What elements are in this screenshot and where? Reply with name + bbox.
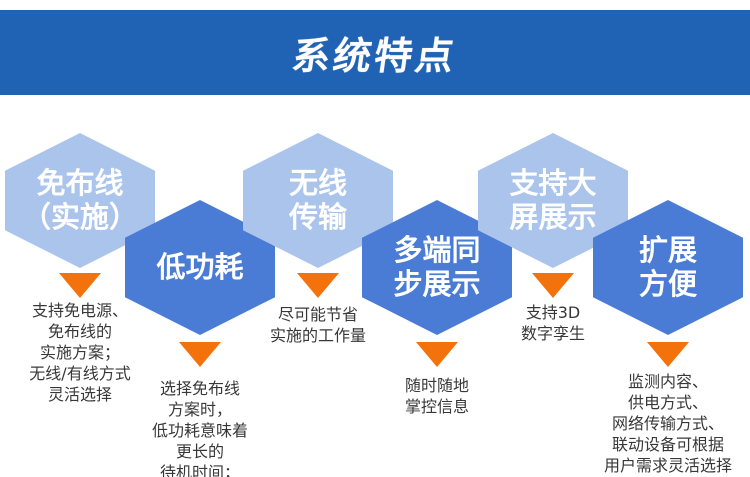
feature-title-line: 步展示 (393, 266, 481, 301)
desc-line: 免布线的 (47, 322, 112, 341)
feature-title-line: 支持大 (509, 165, 597, 200)
desc-line: 联动设备可根据 (611, 435, 724, 454)
feature-title-line: （实施） (21, 199, 138, 234)
title-banner: 系统特点 (0, 10, 750, 95)
feature-title-line: 多端同 (393, 232, 481, 267)
feature-description: 尽可能节省 实施的工作量 (238, 304, 398, 346)
feature-title-line: 扩展 (638, 232, 697, 267)
desc-line: 监测内容、 (627, 372, 708, 391)
feature-title-line: 低功耗 (156, 249, 244, 284)
feature-title-line: 免布线 (36, 165, 124, 200)
desc-line: 灵活选择 (47, 385, 112, 404)
feature-title-line: 无线 (288, 165, 347, 200)
desc-line: 实施方案； (39, 343, 120, 362)
feature-title-line: 屏展示 (509, 199, 597, 234)
feature-title-line: 传输 (288, 199, 347, 234)
feature-description: 支持3D 数字孪生 (473, 302, 633, 344)
arrow-down-icon (532, 273, 574, 298)
feature-description: 随时随地 掌控信息 (357, 375, 517, 417)
desc-line: 数字孪生 (520, 324, 585, 343)
desc-line: 随时随地 (404, 376, 469, 395)
arrow-down-icon (297, 273, 339, 298)
feature-description: 选择免布线 方案时， 低功耗意味着 更长的 待机时间； (120, 378, 280, 477)
desc-line: 用户需求灵活选择 (603, 456, 732, 475)
desc-line: 方案时， (167, 400, 232, 419)
desc-line: 支持免电源、 (31, 301, 128, 320)
desc-line: 实施的工作量 (269, 326, 366, 345)
desc-line: 更长的 (175, 442, 224, 461)
feature-title-line: 方便 (638, 266, 697, 301)
desc-line: 低功耗意味着 (151, 421, 248, 440)
desc-line: 尽可能节省 (277, 305, 358, 324)
desc-line: 支持3D (525, 303, 581, 322)
desc-line: 选择免布线 (159, 379, 240, 398)
desc-line: 网络传输方式、 (611, 414, 724, 433)
arrow-down-icon (179, 342, 221, 367)
arrow-down-icon (647, 342, 689, 367)
desc-line: 供电方式、 (627, 393, 708, 412)
feature-description: 监测内容、 供电方式、 网络传输方式、 联动设备可根据 用户需求灵活选择 (578, 371, 750, 476)
desc-line: 待机时间； (159, 463, 240, 477)
arrow-down-icon (59, 273, 101, 298)
desc-line: 掌控信息 (404, 397, 469, 416)
page-title: 系统特点 (289, 34, 460, 78)
feature-description: 支持免电源、 免布线的 实施方案； 无线/有线方式 灵活选择 (0, 300, 160, 405)
arrow-down-icon (416, 342, 458, 367)
desc-line: 无线/有线方式 (29, 364, 131, 383)
